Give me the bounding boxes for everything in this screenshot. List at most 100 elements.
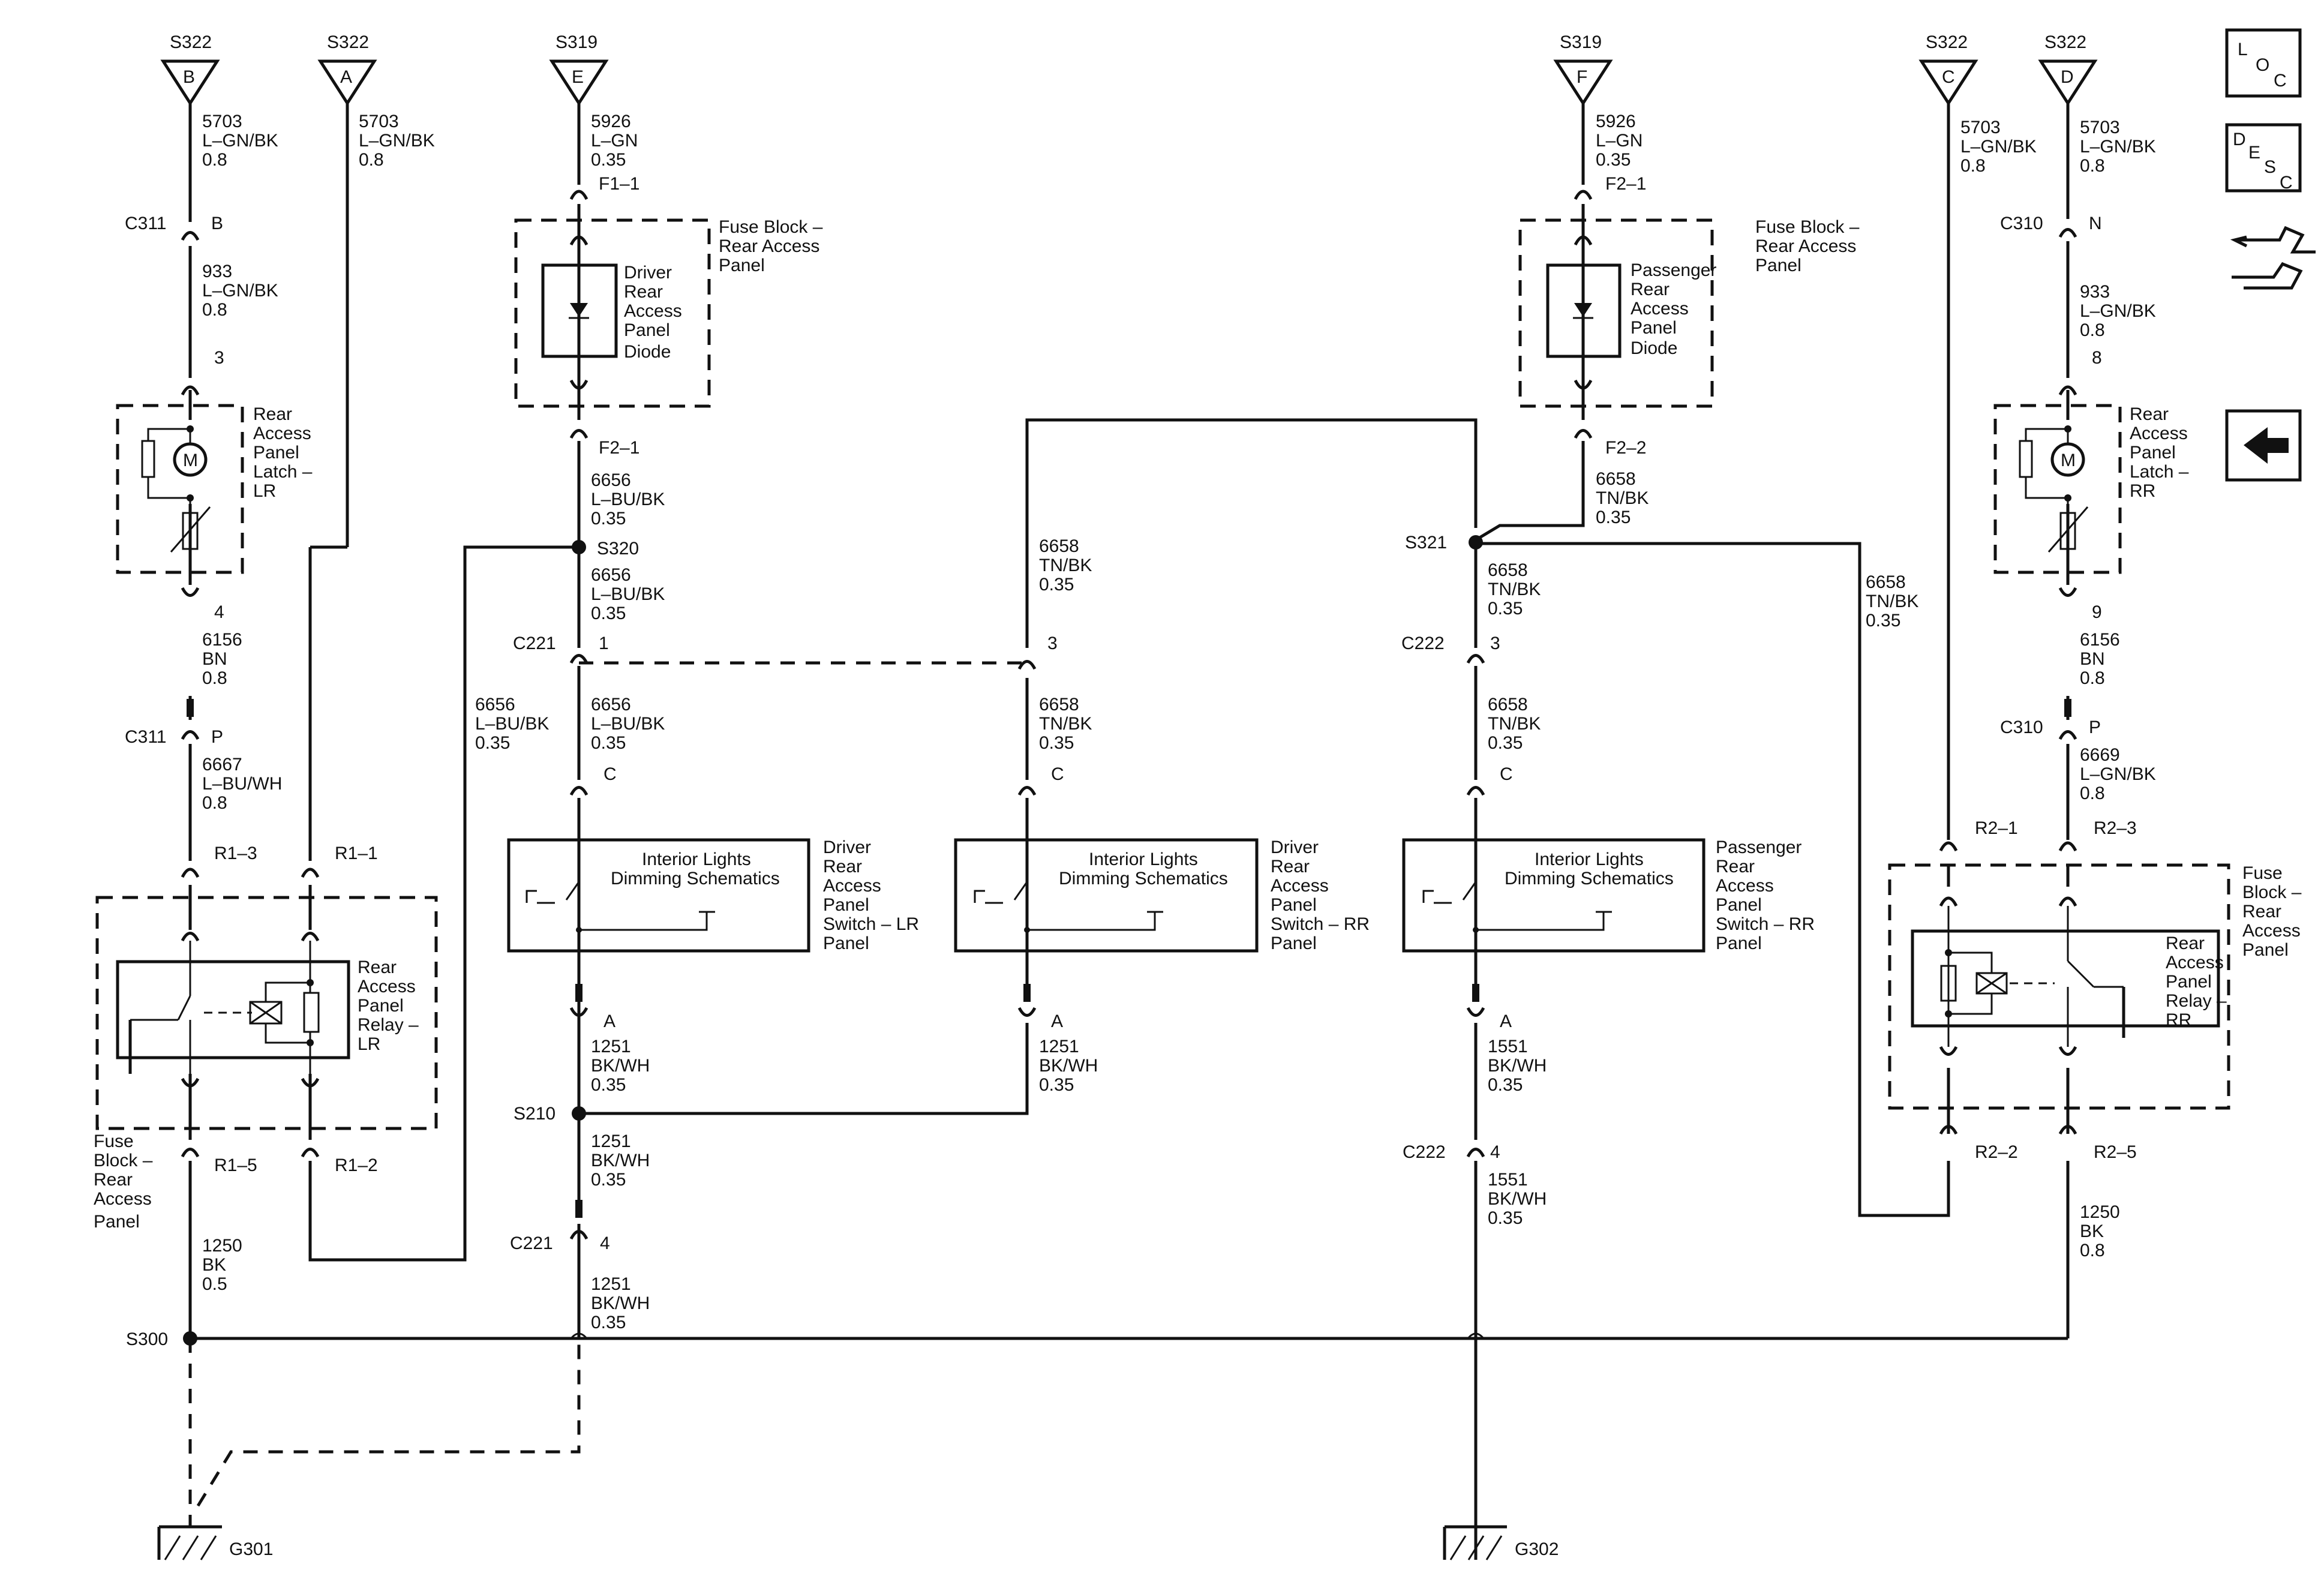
svg-text:0.5: 0.5 — [202, 1274, 227, 1294]
svg-text:S300: S300 — [126, 1329, 168, 1349]
svg-text:5926: 5926 — [591, 112, 631, 131]
svg-text:6658: 6658 — [1039, 695, 1079, 715]
terminal-r1-3: R1–3 — [181, 843, 257, 878]
relay-lr[interactable] — [95, 896, 438, 1130]
svg-text:0.35: 0.35 — [1596, 150, 1631, 170]
svg-text:L–GN: L–GN — [591, 131, 638, 151]
terminal-f2-1-passenger: F2–1 — [1574, 174, 1646, 200]
wire-label-6667: 6667 L–BU/WH 0.8 — [202, 755, 282, 813]
switch-passenger-rr[interactable]: Interior Lights Dimming Schematics — [1402, 834, 1706, 984]
svg-text:TN/BK: TN/BK — [1488, 714, 1541, 734]
wire-label-6658-c: 6658 TN/BK 0.35 — [1488, 560, 1541, 619]
connector-swap-icon[interactable] — [2230, 226, 2316, 290]
svg-text:F2–1: F2–1 — [599, 438, 639, 458]
terminal-f1-1: F1–1 — [569, 174, 639, 200]
switch-driver-lr[interactable]: Interior Lights Dimming Schematics — [507, 834, 810, 984]
svg-text:Panel: Panel — [1716, 933, 1762, 953]
svg-text:0.35: 0.35 — [1488, 1075, 1523, 1095]
back-arrow-button[interactable] — [2225, 409, 2302, 482]
svg-text:S320: S320 — [597, 539, 639, 559]
svg-text:Rear: Rear — [2130, 404, 2169, 424]
svg-text:R2–2: R2–2 — [1975, 1142, 2018, 1162]
svg-text:Rear: Rear — [253, 404, 292, 424]
svg-text:R2–3: R2–3 — [2094, 818, 2137, 838]
wire-label-5926-e: 5926 L–GN 0.35 — [591, 112, 638, 170]
svg-text:C: C — [1942, 67, 1955, 87]
svg-text:0.35: 0.35 — [1866, 611, 1900, 631]
wire-label-5703-d: 5703 L–GN/BK 0.8 — [2080, 118, 2156, 176]
svg-text:Driver: Driver — [1271, 837, 1319, 857]
svg-text:3: 3 — [1047, 634, 1058, 653]
splice-s210[interactable]: S210 — [514, 1104, 586, 1124]
svg-text:R1–1: R1–1 — [335, 843, 378, 863]
svg-text:0.35: 0.35 — [591, 733, 626, 753]
svg-text:C310: C310 — [2000, 718, 2043, 737]
splice-s320[interactable]: S320 — [572, 539, 639, 559]
latch-rr[interactable]: M — [1993, 385, 2122, 597]
svg-text:Passenger: Passenger — [1631, 260, 1716, 280]
svg-text:Diode: Diode — [1631, 338, 1677, 358]
pin-4-label: 4 — [214, 602, 224, 622]
svg-text:L–GN/BK: L–GN/BK — [202, 281, 278, 301]
svg-text:L–BU/BK: L–BU/BK — [475, 714, 549, 734]
svg-text:0.35: 0.35 — [1488, 1208, 1523, 1228]
svg-text:R1–3: R1–3 — [214, 843, 257, 863]
svg-text:0.35: 0.35 — [591, 150, 626, 170]
splice-s300[interactable]: S300 — [126, 1329, 197, 1349]
svg-text:Panel: Panel — [1716, 895, 1762, 915]
ref-s319-f[interactable]: S319 F — [1553, 32, 1613, 106]
relay-rr[interactable] — [1888, 863, 2230, 1110]
ground-g302[interactable]: G302 — [1443, 1338, 1559, 1560]
desc-button[interactable]: D E S C — [2225, 123, 2302, 193]
ref-s319-e[interactable]: S319 E — [549, 32, 609, 106]
svg-text:Switch – RR: Switch – RR — [1271, 914, 1370, 934]
svg-text:Panel: Panel — [94, 1212, 140, 1232]
switch-driver-rr[interactable]: Interior Lights Dimming Schematics — [954, 834, 1259, 984]
connector-c221-4: C221 4 — [510, 1200, 610, 1253]
svg-text:Rear: Rear — [823, 857, 862, 876]
loc-button[interactable]: L O C — [2225, 28, 2302, 98]
svg-text:5926: 5926 — [1596, 112, 1636, 131]
svg-text:TN/BK: TN/BK — [1039, 714, 1092, 734]
diode-passenger[interactable] — [1518, 218, 1714, 408]
ref-s322-b[interactable]: S322 B — [160, 32, 220, 106]
svg-text:933: 933 — [202, 262, 232, 281]
svg-text:Rear: Rear — [94, 1170, 133, 1190]
ref-s322-a[interactable]: S322 A — [317, 32, 377, 106]
latch-lr[interactable]: M — [116, 385, 244, 597]
svg-text:3: 3 — [1490, 634, 1500, 653]
wire-col4 — [579, 418, 1478, 1115]
svg-text:Panel: Panel — [1755, 256, 1801, 275]
svg-text:L: L — [2238, 40, 2248, 59]
wire-label-6658-d: 6658 TN/BK 0.35 — [1488, 695, 1541, 753]
svg-text:P: P — [2089, 718, 2101, 737]
ref-s322-c[interactable]: S322 C — [1918, 32, 1978, 106]
pin-9-label: 9 — [2092, 602, 2102, 622]
svg-text:BK/WH: BK/WH — [1488, 1056, 1547, 1076]
svg-text:O: O — [2256, 55, 2269, 75]
splice-s321[interactable]: S321 — [1405, 533, 1483, 553]
svg-text:Panel: Panel — [823, 895, 869, 915]
switch-passenger-label: Passenger Rear Access Panel Switch – RR … — [1716, 837, 1815, 953]
svg-text:Rear Access: Rear Access — [719, 236, 819, 256]
latch-lr-label: Rear Access Panel Latch – LR — [253, 404, 313, 501]
ground-g301[interactable]: G301 — [157, 1338, 581, 1560]
svg-text:Panel: Panel — [719, 256, 765, 275]
wire-label-6669: 6669 L–GN/BK 0.8 — [2080, 745, 2156, 803]
ref-s322-d[interactable]: S322 D — [2038, 32, 2098, 106]
svg-text:C311: C311 — [125, 214, 167, 233]
svg-text:Panel: Panel — [2242, 940, 2289, 960]
svg-text:N: N — [2089, 214, 2102, 233]
switch-driver-rr-inner-2: Dimming Schematics — [1059, 869, 1228, 888]
svg-text:Panel: Panel — [624, 320, 670, 340]
svg-text:0.35: 0.35 — [591, 509, 626, 529]
svg-text:Latch –: Latch – — [2130, 462, 2189, 482]
latch-rr-label: Rear Access Panel Latch – RR — [2130, 404, 2189, 501]
terminal-f2-1-driver: F2–1 — [569, 429, 639, 458]
svg-text:1251: 1251 — [591, 1037, 631, 1056]
svg-text:1551: 1551 — [1488, 1170, 1528, 1190]
svg-text:0.8: 0.8 — [2080, 784, 2105, 803]
svg-text:Driver: Driver — [823, 837, 871, 857]
switch-driver-rr-label: Driver Rear Access Panel Switch – RR Pan… — [1271, 837, 1370, 953]
diode-driver[interactable] — [514, 218, 711, 408]
